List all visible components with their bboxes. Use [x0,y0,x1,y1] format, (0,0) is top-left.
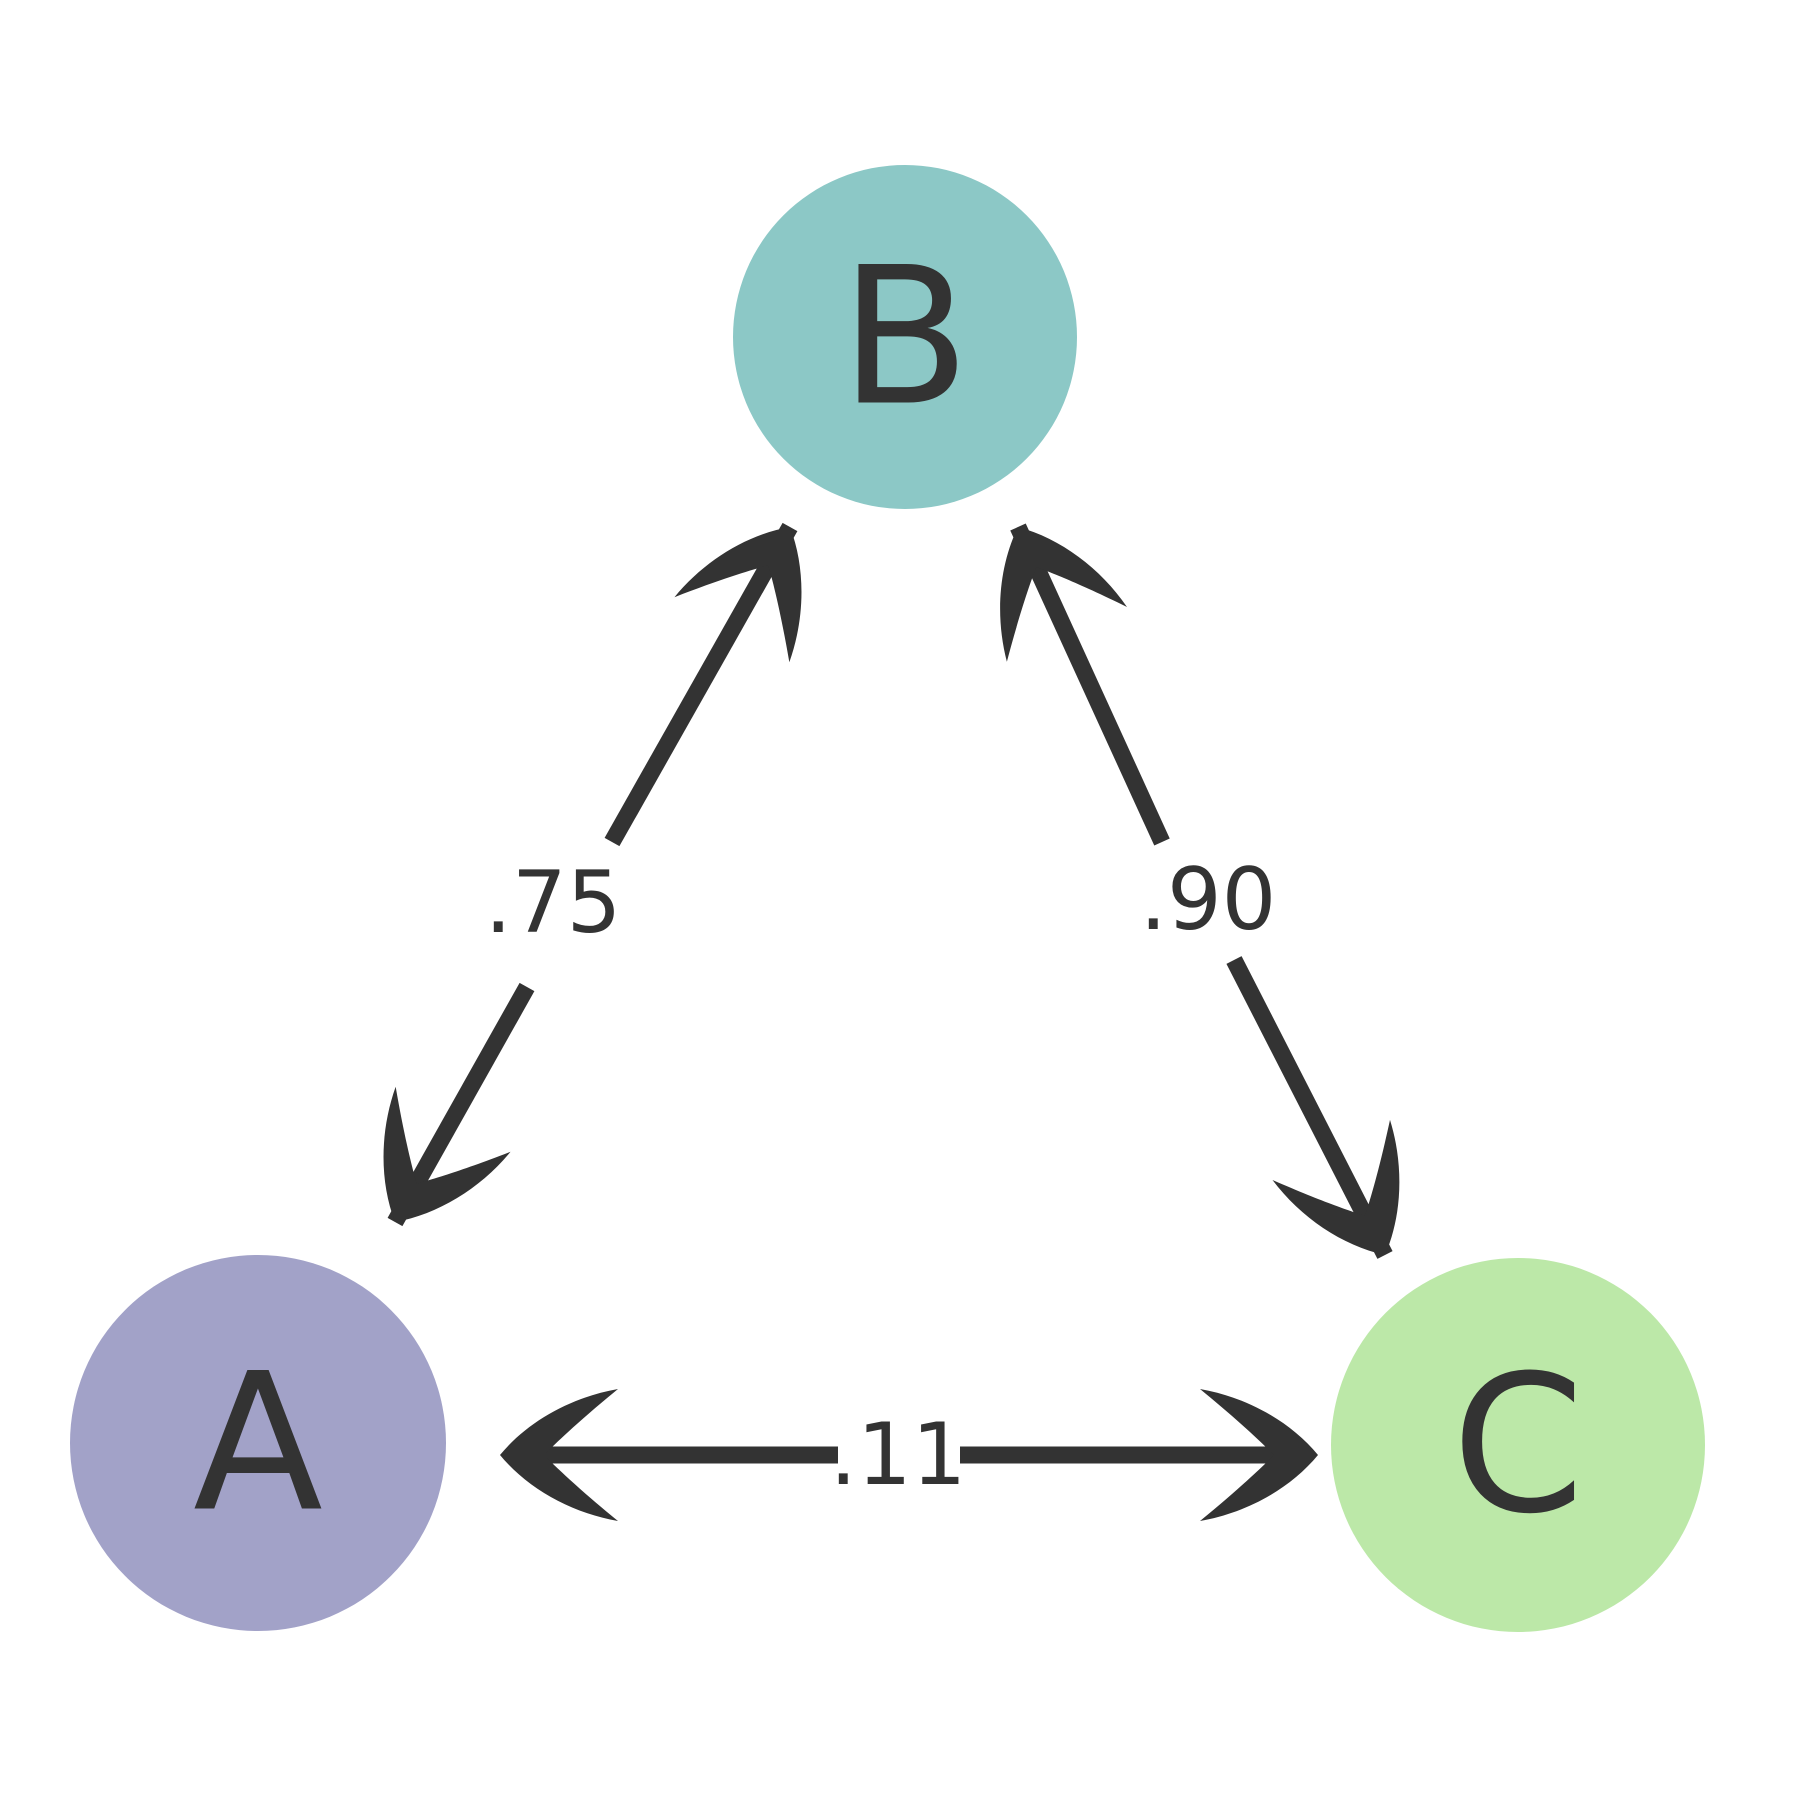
edge-a-b-weight-label: .75 [485,853,622,953]
edge-b-c-arrowhead-at-c [1272,1119,1400,1255]
edge-b-c[interactable]: .90 [958,500,1444,1285]
node-b-label: B [840,227,970,448]
edge-a-c[interactable]: .11 [500,1389,1318,1521]
edge-a-c-arrowhead-at-a [500,1389,618,1521]
edge-a-c-weight-label: .11 [830,1405,967,1505]
edge-a-b-arrowhead-at-b [674,527,802,663]
node-a-label: A [193,1333,323,1554]
node-c-circle[interactable] [1331,1258,1705,1632]
edge-b-c-arrowhead-at-b [1000,527,1127,662]
node-b[interactable]: B [733,165,1077,509]
edge-b-c-weight-label: .90 [1140,850,1277,950]
edge-a-b-line-upper [604,522,798,847]
node-b-circle[interactable] [733,165,1077,509]
node-c-label: C [1452,1335,1585,1556]
node-a[interactable]: A [70,1255,446,1631]
edge-a-b-line-lower [387,982,535,1227]
edge-a-c-arrowhead-at-c [1200,1389,1318,1521]
node-a-circle[interactable] [70,1255,446,1631]
edge-a-b[interactable]: .75 [338,495,848,1255]
edge-b-c-line-upper [1010,523,1170,846]
edge-b-c-line-lower [1226,956,1393,1259]
node-c[interactable]: C [1331,1258,1705,1632]
edge-a-b-arrowhead-at-a [383,1086,511,1222]
